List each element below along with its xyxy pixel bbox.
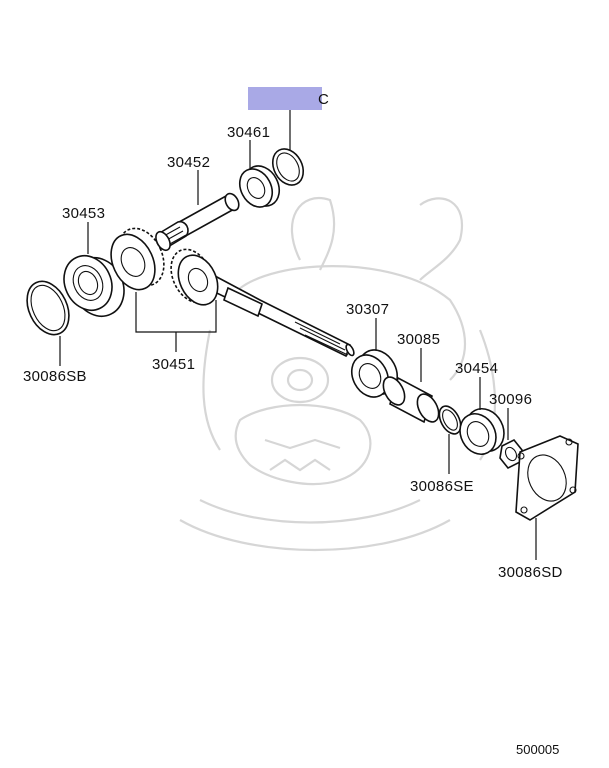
highlight-box <box>248 87 322 110</box>
label-30307: 30307 <box>346 301 389 318</box>
label-30085: 30085 <box>397 331 440 348</box>
part-labels: 30461 30452 30453 30086SB 30451 30307 30… <box>23 124 563 581</box>
part-30454-bearing-shape <box>459 408 505 455</box>
label-30461: 30461 <box>227 124 270 141</box>
part-30461-bearing-shape <box>238 165 281 208</box>
part-30086sb-oring-shape <box>26 280 70 336</box>
label-30096: 30096 <box>489 391 532 408</box>
part-30086sd-gasket-shape <box>515 435 579 521</box>
label-30453: 30453 <box>62 205 105 222</box>
part-30451-main-shaft-shape <box>170 248 355 358</box>
label-30086se: 30086SE <box>410 478 474 495</box>
samurai-helmet-watermark-icon <box>179 197 497 552</box>
diagram-reference-number: 500005 <box>516 742 559 757</box>
label-30451: 30451 <box>152 356 195 373</box>
label-30452: 30452 <box>167 154 210 171</box>
part-30453-bearing-shape <box>63 255 125 317</box>
part-30307-bearing-shape <box>350 349 399 398</box>
part-30085-spacer-shape <box>382 376 440 424</box>
part-30452-shaft-shape <box>155 192 240 252</box>
label-30086sd: 30086SD <box>498 564 563 581</box>
leader-lines <box>59 110 537 560</box>
part-30086se-oring-shape <box>438 405 462 435</box>
part-30451-small-gear-shape <box>110 227 165 291</box>
label-30086sb: 30086SB <box>23 368 87 385</box>
highlight-partial-text: C <box>318 91 329 108</box>
label-30454: 30454 <box>455 360 498 377</box>
part-snap-ring-shape <box>271 148 305 186</box>
